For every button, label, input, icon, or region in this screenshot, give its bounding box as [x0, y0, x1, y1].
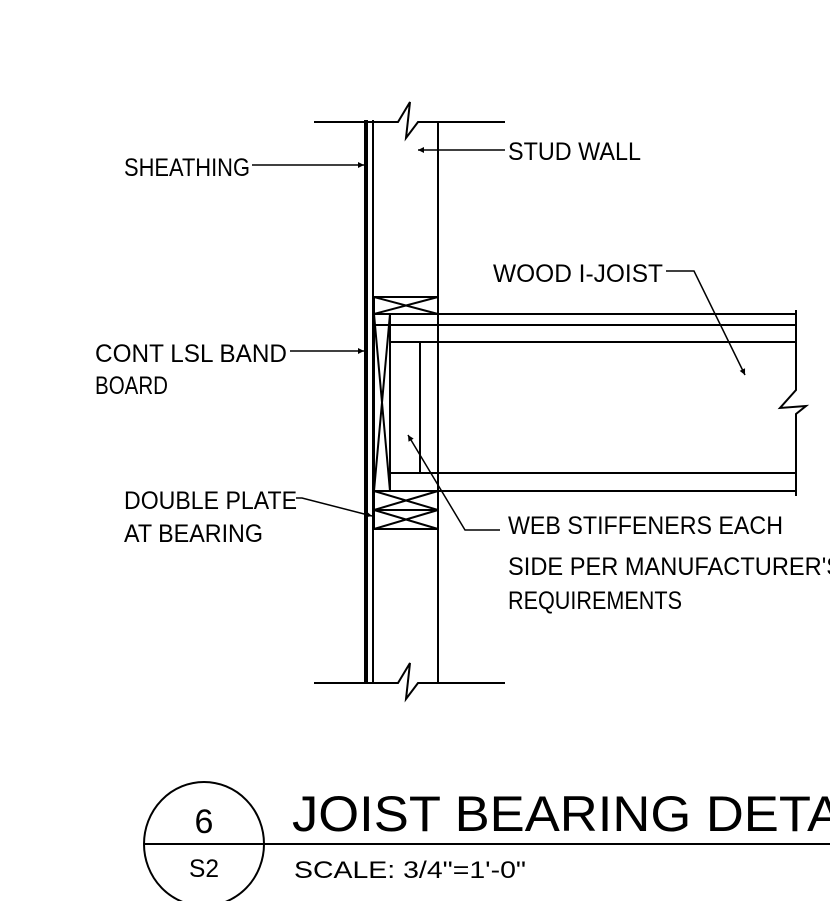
- detail-title: JOIST BEARING DETAIL: [292, 786, 830, 842]
- sheet-number: S2: [189, 855, 219, 883]
- stiffener-leader: [407, 434, 500, 531]
- double-plate-label-line1: DOUBLE PLATE: [124, 487, 297, 515]
- stiffeners-label-line1: WEB STIFFENERS EACH: [508, 512, 783, 540]
- detail-number: 6: [195, 803, 214, 841]
- top-break-line: [314, 101, 505, 142]
- stiffeners-label-line3: REQUIREMENTS: [508, 587, 682, 615]
- double-plate-leader: [296, 497, 373, 518]
- annotations: SHEATHING STUD WALL WOOD I-JOIST CONT LS…: [95, 138, 830, 615]
- detail-bubble: [143, 781, 265, 901]
- wood-i-joist-label: WOOD I-JOIST: [493, 260, 663, 288]
- sheathing-label: SHEATHING: [124, 154, 250, 182]
- joist-break-line: [777, 310, 810, 496]
- band-board-label-line2: BOARD: [95, 372, 168, 400]
- band-board-label-line1: CONT LSL BAND: [95, 340, 287, 368]
- i-joist-leader: [666, 270, 746, 376]
- bottom-break-line: [314, 662, 505, 703]
- scale-note: SCALE: 3/4"=1'-0": [294, 857, 526, 884]
- stud-wall-label: STUD WALL: [508, 138, 641, 166]
- stiffeners-label-line2: SIDE PER MANUFACTURER'S: [508, 553, 830, 581]
- i-joist: [374, 310, 810, 496]
- double-plate-label-line2: AT BEARING: [124, 520, 263, 548]
- leaders: [252, 147, 746, 531]
- title-block: 6 S2 JOIST BEARING DETAIL SCALE: 3/4"=1'…: [143, 781, 830, 901]
- wall-assembly: [314, 101, 505, 703]
